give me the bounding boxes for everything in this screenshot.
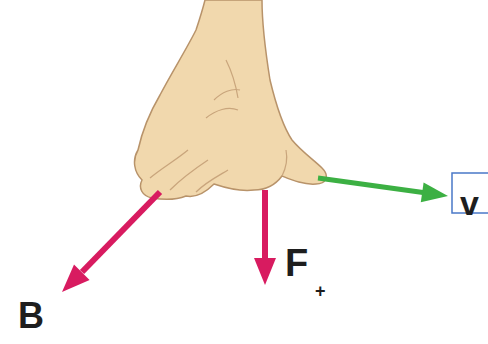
f-shaft: [262, 190, 268, 260]
v-head: [421, 183, 448, 203]
hand: [135, 0, 327, 199]
hand-outline: [135, 0, 327, 199]
f-head: [254, 258, 276, 285]
velocity-label: v: [460, 186, 479, 220]
field-label: B: [18, 298, 44, 334]
b-arrow: [62, 192, 160, 292]
v-shaft: [318, 178, 423, 193]
charge-subscript: +: [315, 282, 326, 300]
b-shaft: [82, 192, 160, 272]
finger-line: [196, 170, 228, 192]
finger-line: [170, 160, 208, 190]
tendon-line: [226, 60, 238, 98]
v-arrow: [318, 178, 448, 202]
finger-line: [150, 150, 188, 178]
thumb-line: [282, 150, 287, 176]
f-arrow: [254, 190, 276, 285]
knuckle-line: [206, 108, 238, 118]
force-label: F: [285, 244, 308, 282]
b-head: [62, 264, 90, 292]
